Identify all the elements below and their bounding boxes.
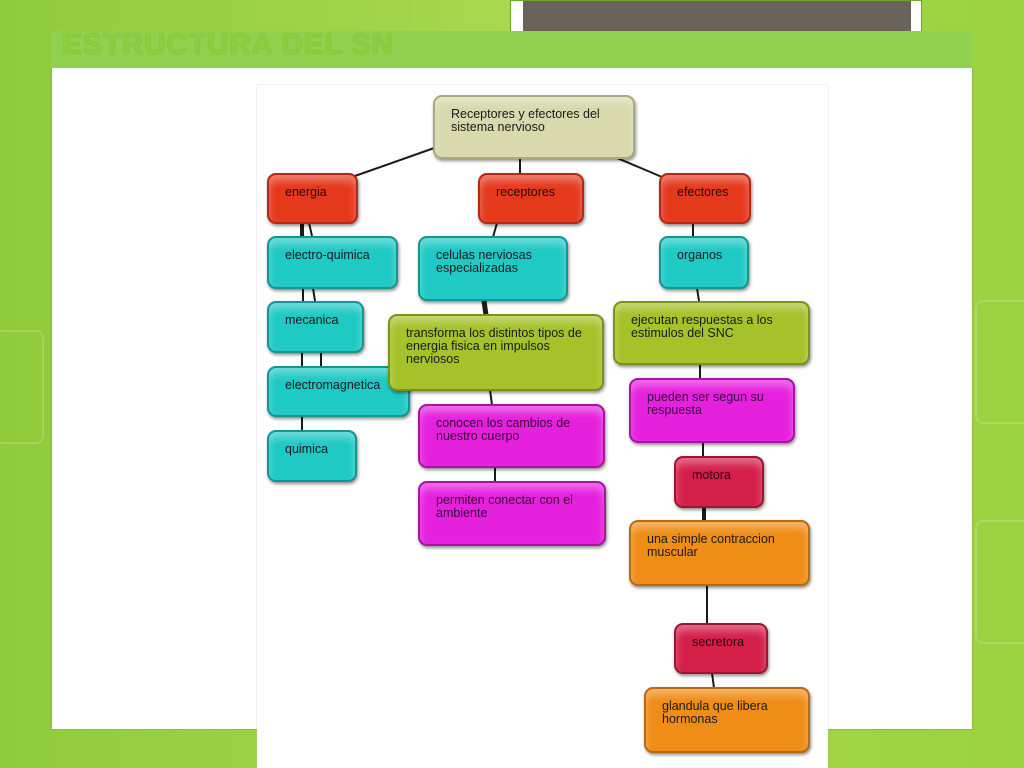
- motora-node: motora: [674, 456, 764, 508]
- glandula-hormonas-node: glandula que libera hormonas: [644, 687, 810, 753]
- electromagnetica-node: electromagnetica: [267, 366, 410, 417]
- contraccion-muscular-label: una simple contraccion muscular: [647, 532, 775, 559]
- motora-label: motora: [692, 468, 731, 482]
- glandula-hormonas-label: glandula que libera hormonas: [662, 699, 768, 726]
- celulas-nerviosas-node: celulas nerviosas especializadas: [418, 236, 568, 301]
- celulas-nerviosas-label: celulas nerviosas especializadas: [436, 248, 532, 275]
- mecanica-node: mecanica: [267, 301, 364, 353]
- organos-label: organos: [677, 248, 723, 262]
- energia-label: energia: [285, 185, 327, 199]
- quimica-label: quimica: [285, 442, 329, 456]
- electro-quimica-node: electro-quimica: [267, 236, 398, 289]
- connector-line: [308, 222, 313, 237]
- secretora-label: secretora: [692, 635, 745, 649]
- receptores-node: receptores: [478, 173, 584, 224]
- connector-line: [492, 222, 498, 238]
- title-bar: [51, 31, 973, 68]
- permiten-conectar-node: permiten conectar con el ambiente: [418, 481, 606, 546]
- connector-line: [351, 146, 438, 178]
- efectores-node: efectores: [659, 173, 751, 224]
- root-node: Receptores y efectores del sistema nervi…: [433, 95, 635, 159]
- quimica-node: quimica: [267, 430, 357, 482]
- electro-quimica-label: electro-quimica: [285, 248, 370, 262]
- secretora-node: secretora: [674, 623, 768, 674]
- connector-line: [481, 300, 489, 316]
- mecanica-label: mecanica: [285, 313, 339, 327]
- ejecutan-respuestas-node: ejecutan respuestas a los estimulos del …: [613, 301, 810, 365]
- segun-respuesta-label: pueden ser segun su respuesta: [647, 390, 764, 417]
- receptores-label: receptores: [496, 185, 556, 199]
- top-picture: [523, 1, 911, 31]
- conocen-cambios-label: conocen los cambios de nuestro cuerpo: [436, 416, 571, 443]
- connector-line: [489, 389, 493, 406]
- contraccion-muscular-node: una simple contraccion muscular: [629, 520, 810, 586]
- efectores-label: efectores: [677, 185, 729, 199]
- organos-node: organos: [659, 236, 749, 289]
- segun-respuesta-node: pueden ser segun su respuesta: [629, 378, 795, 443]
- electromagnetica-label: electromagnetica: [285, 378, 381, 392]
- conocen-cambios-node: conocen los cambios de nuestro cuerpo: [418, 404, 605, 468]
- energia-node: energia: [267, 173, 358, 224]
- connector-line: [616, 157, 663, 178]
- slide-title: ESTRUCTURA DEL SN: [62, 28, 394, 61]
- permiten-conectar-label: permiten conectar con el ambiente: [436, 493, 573, 520]
- connector-lines: [300, 146, 715, 689]
- transforma-energia-label: transforma los distintos tipos de energi…: [406, 326, 582, 366]
- concept-map: Receptores y efectores del sistema nervi…: [257, 85, 828, 768]
- ejecutan-respuestas-label: ejecutan respuestas a los estimulos del …: [631, 313, 773, 340]
- background-hexagon: [0, 330, 44, 444]
- background-hexagon: [975, 520, 1024, 644]
- background-hexagon: [975, 300, 1024, 424]
- transforma-energia-node: transforma los distintos tipos de energi…: [388, 314, 604, 391]
- connector-line: [312, 287, 316, 302]
- connector-line: [696, 287, 700, 302]
- root-node-label: Receptores y efectores del sistema nervi…: [451, 107, 600, 134]
- connector-line: [711, 672, 715, 689]
